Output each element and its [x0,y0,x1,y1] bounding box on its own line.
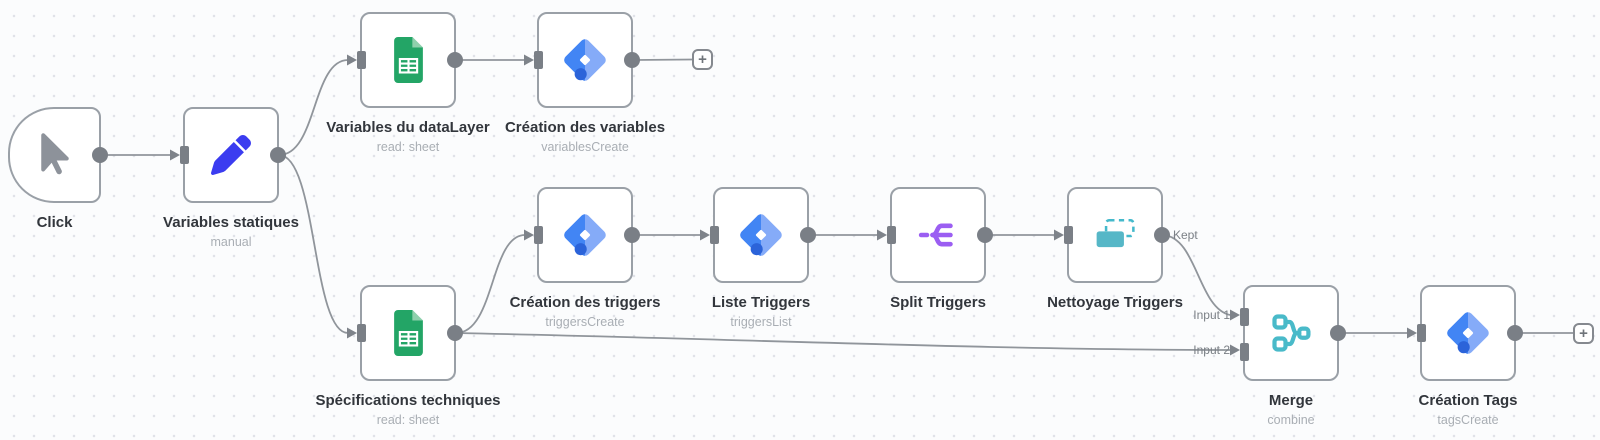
node-title: Variables du dataLayer [326,119,490,136]
node-merge[interactable]: Merge combine [1240,285,1346,427]
output-port[interactable] [1507,325,1523,341]
node-title: Merge [1268,392,1314,409]
node-split-triggers[interactable]: Split Triggers [887,187,993,311]
connection-arrowhead [524,54,534,66]
connection-specifications-to-merge-input2[interactable] [455,332,1231,351]
node-click[interactable]: Click [8,107,108,231]
node-box[interactable] [8,107,108,203]
connection-arrowhead [347,327,357,339]
node-box[interactable] [710,187,816,283]
merge-icon [1272,314,1311,352]
output-port[interactable] [447,52,463,68]
output-port[interactable] [1154,227,1170,243]
output-port[interactable] [447,325,463,341]
node-title: Création des variables [504,119,666,136]
connection-arrowhead [170,149,180,161]
node-title: Split Triggers [890,294,986,311]
node-nettoyage-triggers[interactable]: Nettoyage Triggers [1047,187,1183,311]
output-port[interactable] [800,227,816,243]
split-out-icon [918,223,953,247]
node-subtitle: read: sheet [376,140,440,154]
google-tag-manager-icon [562,37,608,83]
node-specifications-techniques[interactable]: Spécifications techniques read: sheet [315,285,501,427]
node-box[interactable] [1064,187,1170,283]
node-creation-tags[interactable]: Création Tags tagsCreate [1417,285,1523,427]
output-port[interactable] [624,52,640,68]
node-subtitle: triggersList [730,315,792,329]
add-node-button[interactable]: + [692,49,713,70]
node-subtitle: triggersCreate [545,315,625,329]
google-sheets-icon [393,310,423,356]
input-port[interactable] [180,146,189,164]
input-port[interactable] [534,226,543,244]
node-subtitle: combine [1267,413,1315,427]
input-port[interactable] [1064,226,1073,244]
node-title: Variables statiques [163,214,299,231]
output-port[interactable] [92,147,108,163]
pencil-icon [211,135,251,175]
node-title: Nettoyage Triggers [1047,294,1183,311]
output-port[interactable] [977,227,993,243]
node-subtitle: read: sheet [376,413,440,427]
remove-duplicates-icon [1096,219,1135,248]
connection-variables-statiques-to-specifications[interactable] [278,154,349,334]
input-port[interactable] [887,226,896,244]
cursor-icon [40,133,69,175]
node-title: Click [36,214,73,231]
node-creation-des-variables[interactable]: Création des variables variablesCreate [505,12,665,154]
connection-arrowhead [524,229,534,241]
input-port[interactable] [357,51,366,69]
node-title: Création Tags [1418,392,1518,409]
output-port[interactable] [1330,325,1346,341]
input-port-2[interactable] [1240,343,1249,361]
connection-arrowhead [347,54,357,66]
google-tag-manager-icon [1445,310,1491,356]
connection-arrowhead [1054,229,1064,241]
add-node-button[interactable]: + [1573,322,1594,344]
connection-variables-statiques-to-datalayer[interactable] [278,59,349,156]
node-box[interactable] [1417,285,1523,381]
node-subtitle: variablesCreate [541,140,629,154]
node-box[interactable] [534,187,640,283]
node-title: Création des triggers [509,294,661,311]
input-port-1[interactable] [1240,308,1249,326]
node-box[interactable] [357,285,463,381]
output-label-kept: Kept [1173,228,1198,242]
input-port[interactable] [534,51,543,69]
node-title: Liste Triggers [711,294,811,311]
input-label-1: Input 1 [1193,308,1230,322]
connection-arrowhead [1230,344,1240,356]
node-subtitle: manual [210,235,252,249]
node-variables-statiques[interactable]: Variables statiques manual [163,107,299,249]
plus-icon: + [698,51,707,68]
connection-arrowhead [1230,309,1240,321]
node-title: Spécifications techniques [315,392,501,409]
node-box[interactable] [534,12,640,108]
google-sheets-icon [393,37,423,83]
connection-nettoyage-to-merge-input1[interactable] [1162,234,1231,316]
input-label-2: Input 2 [1193,343,1230,357]
node-box[interactable] [180,107,286,203]
connection-arrowhead [1407,327,1417,339]
node-subtitle: tagsCreate [1437,413,1499,427]
node-box[interactable] [1240,285,1346,381]
input-port[interactable] [357,324,366,342]
input-port[interactable] [710,226,719,244]
connection-specifications-to-creation-triggers[interactable] [455,234,526,334]
connection-arrowhead [877,229,887,241]
plus-icon: + [1579,324,1588,342]
google-tag-manager-icon [562,212,608,258]
output-port[interactable] [270,147,286,163]
connection-creation-variables-to-add[interactable] [632,58,693,61]
connection-arrowhead [700,229,710,241]
node-creation-des-triggers[interactable]: Création des triggers triggersCreate [510,187,660,329]
node-liste-triggers[interactable]: Liste Triggers triggersList [710,187,816,329]
node-variables-du-datalayer[interactable]: Variables du dataLayer read: sheet [326,12,490,154]
node-box[interactable] [887,187,993,283]
input-port[interactable] [1417,324,1426,342]
google-tag-manager-icon [738,212,784,258]
node-box[interactable] [357,12,463,108]
output-port[interactable] [624,227,640,243]
